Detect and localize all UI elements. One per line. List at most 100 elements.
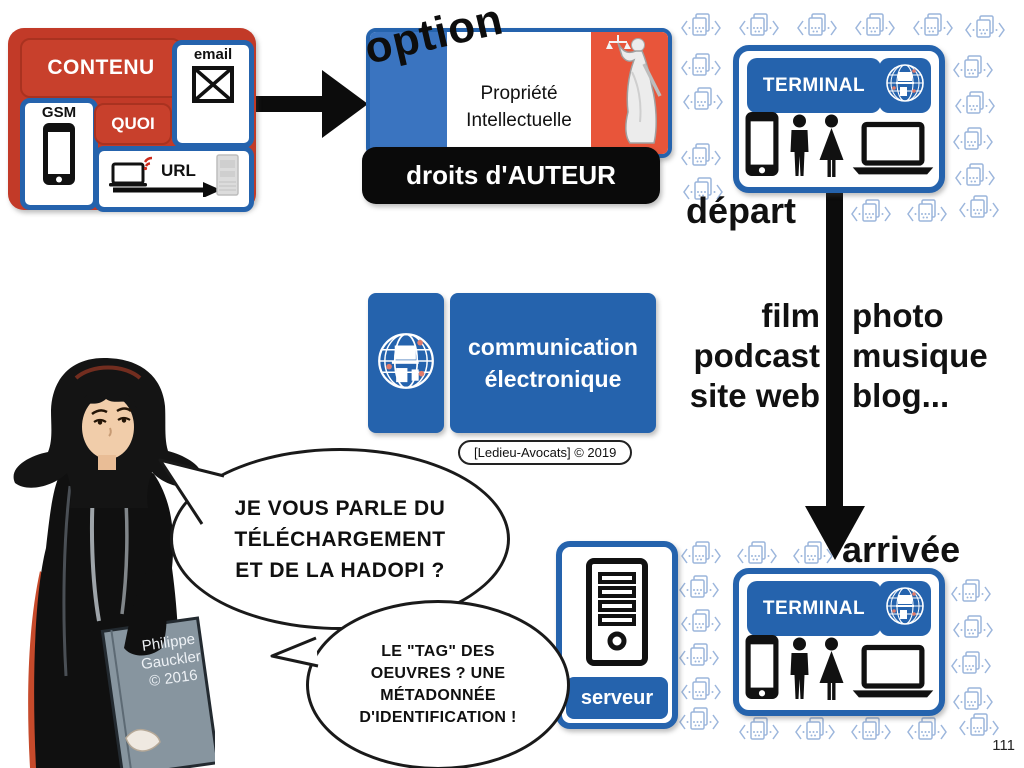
woman-icon [818,637,845,706]
propriete-intellectuelle-box: Propriété Intellectuelle [366,28,672,158]
remote-server-icon [216,154,239,196]
data-file-icon [950,126,996,158]
terminal-top-box: TERMINAL [733,45,945,193]
page-number: 111 [992,737,1015,754]
data-file-icon [790,540,836,572]
data-file-icon [792,716,838,748]
man-icon [787,637,812,706]
communication-line1: communication [468,334,638,360]
media-item: site web [689,377,820,414]
media-item: blog... [852,377,950,414]
woman-icon [818,114,845,183]
data-file-icon [910,12,956,44]
serveur-box: serveur [556,541,678,729]
flag-white-band [447,32,591,154]
email-label: email [193,46,233,63]
email-envelope-icon [190,66,236,111]
data-file-icon [736,716,782,748]
communication-box: communication électronique [450,293,656,433]
data-file-icon [950,54,996,86]
data-file-icon [678,608,724,640]
data-file-icon [848,716,894,748]
speech-bubble-2-tail [270,636,319,668]
data-file-icon [962,14,1008,46]
terminal-header: TERMINAL [747,58,881,113]
media-item: musique [852,337,988,374]
svg-text:URL: URL [161,161,196,180]
smartphone-icon [743,110,781,183]
data-file-icon [676,642,722,674]
flag-blue-band [370,32,448,154]
data-file-icon [678,52,724,84]
data-file-icon [676,706,722,738]
data-file-icon [948,578,994,610]
gsm-cell: GSM [20,98,98,210]
data-file-icon [794,12,840,44]
terminal-label: TERMINAL [762,598,866,619]
data-file-icon [956,194,1002,226]
laptop-icon [851,643,935,706]
data-file-icon [852,12,898,44]
man-icon [787,114,812,183]
globe-icon [883,61,927,110]
email-cell: email [172,40,254,148]
depart-label: départ [686,190,797,231]
terminal-label: TERMINAL [762,75,866,96]
data-file-icon [904,716,950,748]
arrow-down-stem [826,186,843,510]
data-file-icon [948,650,994,682]
arrivee-label: arrivée [842,529,961,570]
data-file-icon [950,614,996,646]
speech-bubble-1-tail [158,458,225,525]
droits-auteur-bar: droits d'AUTEUR [362,147,660,204]
credit-pill: [Ledieu-Avocats] © 2019 [458,440,633,465]
flag-red-band [590,32,668,154]
media-item: photo [852,297,944,334]
terminal-devices [745,634,934,706]
data-file-icon [734,540,780,572]
globe-icon [883,584,927,633]
media-list-left: film podcast site web [640,296,820,416]
contenu-group: CONTENU email GSM QUOI [8,28,256,212]
data-file-icon [952,90,998,122]
gsm-phone-icon [41,123,77,191]
comic-character [0,356,220,768]
globe-tile [879,581,931,636]
gsm-label: GSM [41,104,77,121]
data-file-icon [678,676,724,708]
globe-tile [879,58,931,113]
data-file-icon [952,162,998,194]
terminal-devices [745,111,934,183]
data-file-icon [678,540,724,572]
media-list-right: photo musique blog... [852,296,1024,416]
terminal-bottom-box: TERMINAL [733,568,945,716]
data-file-icon [904,198,950,230]
justice-statue-icon [591,35,668,150]
quoi-chip: QUOI [94,103,172,145]
serveur-label: serveur [566,677,668,719]
communication-line2: électronique [484,366,622,392]
smartphone-icon [743,633,781,706]
data-file-icon [678,142,724,174]
data-file-icon [848,198,894,230]
laptop-wifi-icon [109,156,153,187]
speech-bubble-2: LE "TAG" DES OEUVRES ? UNE MÉTADONNÉE D'… [306,600,570,768]
data-file-icon [736,12,782,44]
laptop-icon [851,120,935,183]
data-file-icon [680,176,726,208]
contenu-title: CONTENU [20,38,182,98]
data-file-icon [676,574,722,606]
arrow-right-icon [322,70,368,138]
speech-bubble-1: JE VOUS PARLE DU TÉLÉCHARGEMENT ET DE LA… [170,448,510,630]
media-item: podcast [693,337,820,374]
terminal-header: TERMINAL [747,581,881,636]
communication-globe-tile [368,293,444,433]
server-tower-icon [562,557,672,674]
data-file-icon [678,12,724,44]
data-file-icon [956,712,1002,744]
media-item: film [761,297,820,334]
data-file-icon [950,686,996,718]
url-cell: URL [94,146,254,212]
arrow-right-stem [254,96,324,112]
